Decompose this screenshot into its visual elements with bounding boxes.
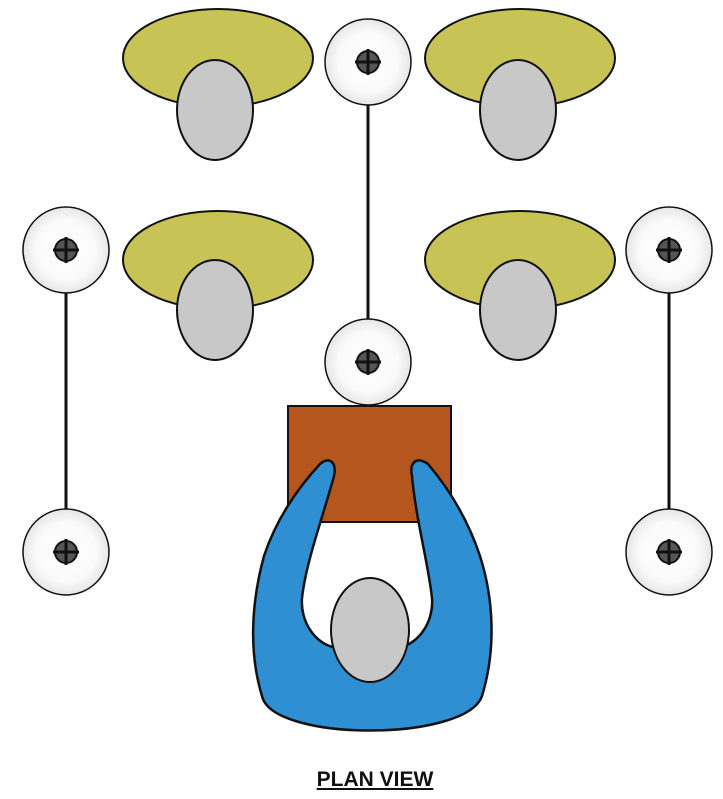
- observer-head: [479, 59, 557, 161]
- crosshair-marker: [656, 539, 682, 565]
- crosshair-marker: [355, 49, 381, 75]
- plan-view-caption: PLAN VIEW: [316, 768, 434, 791]
- observer-top-right: [424, 8, 616, 161]
- stand-left: [22, 206, 110, 596]
- observer-head: [479, 259, 557, 361]
- crosshair-marker: [53, 539, 79, 565]
- operator-figure: [251, 459, 493, 732]
- observer-mid-left: [122, 210, 314, 361]
- stand-right: [625, 206, 713, 596]
- stand-center: [324, 18, 412, 406]
- plan-view-diagram: [22, 8, 713, 732]
- operator-head: [330, 577, 410, 683]
- operator-body: [251, 459, 493, 732]
- observer-head: [176, 59, 254, 161]
- observer-head: [176, 259, 254, 361]
- observer-top-left: [122, 8, 314, 161]
- observer-mid-right: [424, 210, 616, 361]
- crosshair-marker: [53, 237, 79, 263]
- crosshair-marker: [656, 237, 682, 263]
- crosshair-marker: [355, 349, 381, 375]
